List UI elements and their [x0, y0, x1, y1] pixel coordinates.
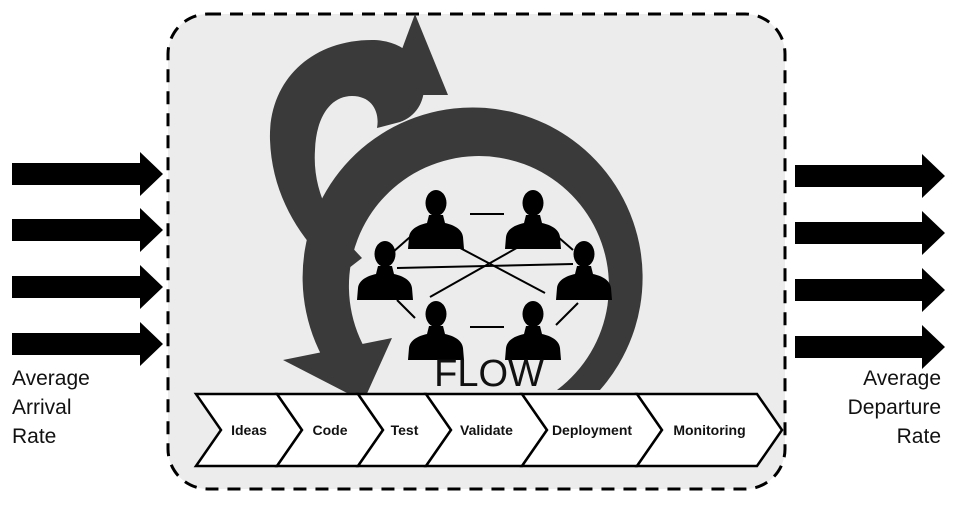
departure-arrows [795, 154, 945, 369]
pipeline-stage-label: Deployment [552, 422, 632, 438]
pipeline-stage-label: Ideas [231, 422, 267, 438]
pipeline-stage-label: Validate [460, 422, 513, 438]
flow-label: FLOW [434, 353, 544, 395]
pipeline: Ideas Code Test Validate Deployment Monitorin… [193, 392, 784, 468]
pipeline-stage-label: Test [391, 422, 419, 438]
pipeline-stage-label: Monitoring [673, 422, 745, 438]
pipeline-stage-monitoring [634, 392, 784, 468]
cycle-arrow-icon [269, 14, 643, 418]
arrival-rate-label: Average Arrival Rate [12, 367, 90, 448]
departure-rate-label: Average Departure Rate [847, 367, 941, 448]
pipeline-stage-label: Code [313, 422, 348, 438]
arrival-arrows [12, 152, 163, 366]
